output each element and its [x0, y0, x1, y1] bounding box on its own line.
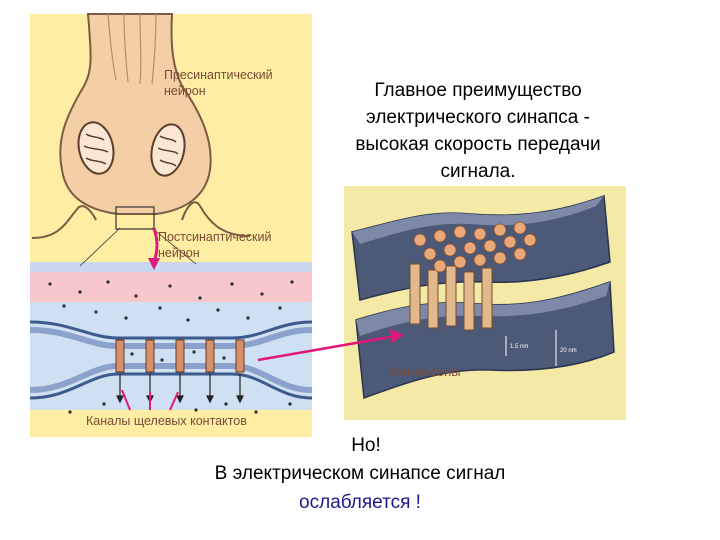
main-text-line1: Главное преимущество [374, 80, 581, 101]
membrane-lower-2 [29, 363, 313, 393]
mitochondrion-left [77, 121, 115, 175]
connexon [463, 271, 475, 331]
channel [175, 339, 185, 373]
upper-membrane-top [352, 196, 604, 244]
connexon-rosettes [413, 221, 537, 273]
bottom-text-line2: В электрическом синапсе сигнал [215, 463, 506, 484]
connecting-arrow-head [390, 329, 404, 343]
channel [145, 339, 155, 373]
gap-junction-channels [115, 339, 245, 373]
channel [205, 339, 215, 373]
ion-dots [48, 280, 294, 414]
connexon [427, 269, 439, 329]
presynaptic-label-line2: нейрон [164, 84, 206, 98]
postsynaptic-arrow-head [148, 258, 160, 270]
membrane-upper-2 [29, 327, 313, 349]
channel-arrows [116, 374, 244, 404]
channel [235, 339, 245, 373]
zoom-leader [79, 227, 197, 267]
scale-label-b: 20 nm [560, 348, 577, 354]
channels-label: Каналы щелевых контактов [86, 414, 247, 428]
glial-cell [31, 201, 251, 239]
connexon [481, 267, 493, 329]
membrane-lower [29, 372, 313, 400]
membrane-upper [29, 320, 313, 340]
connexon-cylinders [409, 263, 493, 331]
main-text-line4: сигнала. [440, 161, 515, 182]
connexon [409, 263, 421, 325]
left-figure [29, 13, 313, 437]
main-text-line2: электрического синапса - [366, 107, 590, 128]
channel [115, 339, 125, 373]
axon-lines [107, 13, 157, 85]
synaptic-field [30, 300, 312, 410]
postsynaptic-label-line1: Постсинаптический [158, 230, 272, 244]
zoom-box [115, 206, 155, 230]
connexon [445, 265, 457, 327]
bottom-text-line3: ослабляется ! [299, 492, 421, 513]
connexons-label: Коннексоны [388, 364, 461, 379]
mitochondrion-right [150, 123, 186, 177]
channels-label-arrows [121, 389, 179, 411]
connecting-arrow [257, 334, 397, 362]
scale-label-a: 1.5 nm [510, 344, 528, 350]
postsynaptic-label-line2: нейрон [158, 246, 200, 260]
right-figure: 1.5 nm 20 nm [344, 186, 626, 420]
presynaptic-label-line1: Пресинаптический [164, 68, 273, 82]
main-text-line3: высокая скорость передачи [355, 134, 600, 155]
postsynaptic-band-top [30, 262, 312, 272]
bottom-text-line1: Но! [351, 435, 381, 456]
